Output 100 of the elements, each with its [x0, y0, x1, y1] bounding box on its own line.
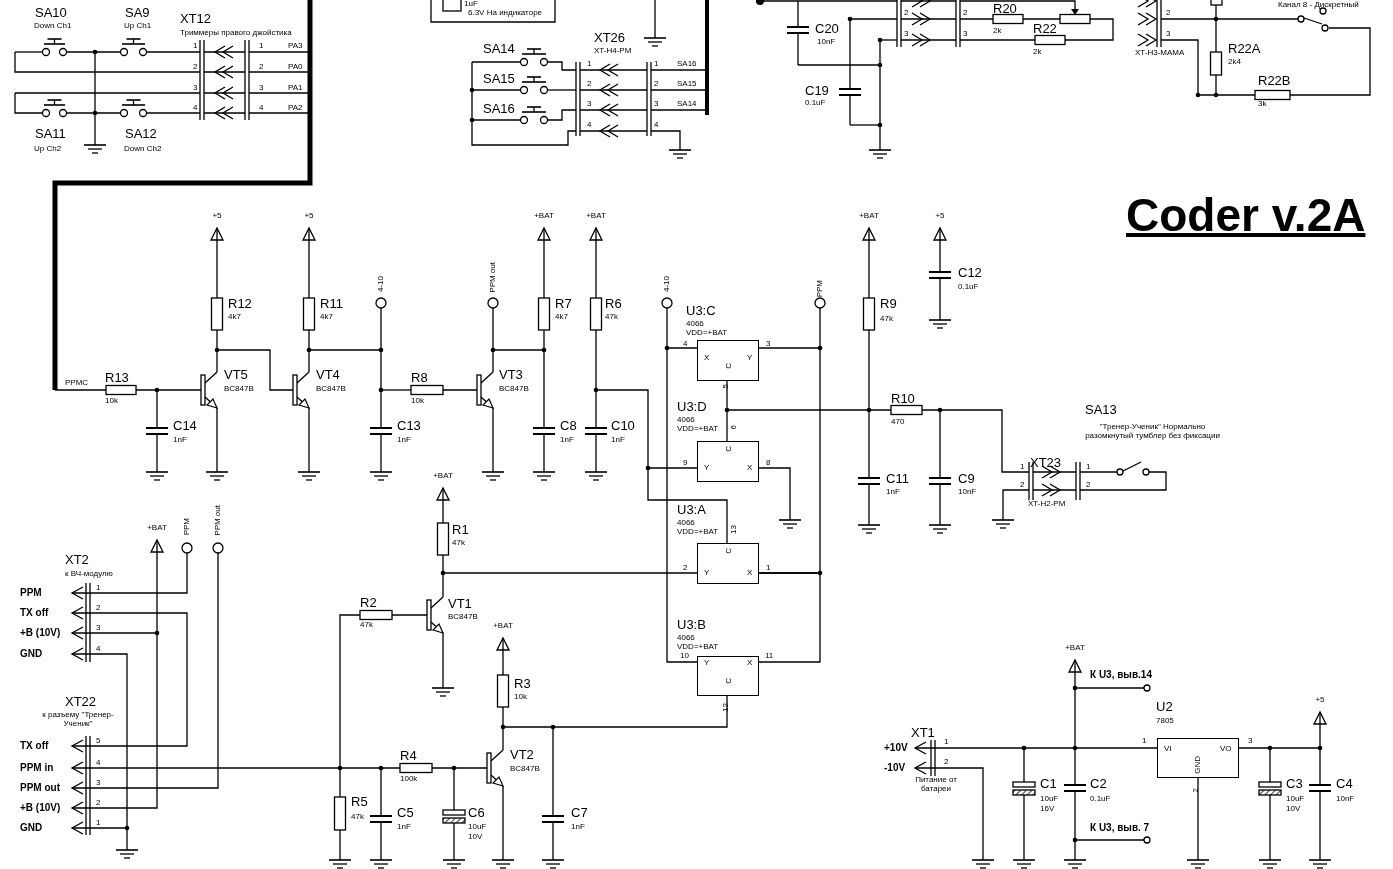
pin-number: 1: [587, 60, 592, 69]
wire: [758, 347, 821, 574]
component-label: VT1: [448, 597, 472, 612]
title: Coder v.2A: [1126, 190, 1366, 241]
component-value: VDD=+BAT: [677, 643, 719, 652]
power-label: +5: [1315, 696, 1325, 705]
component-label: R11: [320, 297, 343, 312]
pin-number: 2: [96, 604, 101, 613]
pin-number: 4: [259, 104, 264, 113]
component-value: BC847B: [499, 385, 529, 394]
pin-number: 4: [193, 104, 198, 113]
net-label: 13: [730, 525, 739, 534]
net-label: PA1: [288, 84, 303, 93]
component-value: 10nF: [958, 488, 977, 497]
wire: [647, 467, 728, 544]
component-label: SA11: [35, 127, 66, 142]
component-label: C1: [1040, 777, 1057, 792]
regulator-box: [1157, 738, 1239, 778]
pin-number: 2: [1086, 481, 1091, 490]
component-value: 0.1uF: [958, 283, 979, 292]
pin-number: 2: [654, 80, 659, 89]
pin-number: 2: [1020, 481, 1025, 490]
component-label: R6: [605, 297, 622, 312]
component-label: U3:A: [677, 503, 706, 518]
pin-number: 4: [587, 121, 592, 130]
component-label: C4: [1336, 777, 1353, 792]
component-value: XT-H4-PM: [594, 47, 632, 56]
pin-number: 2: [259, 63, 264, 72]
component-value: 10nF: [1336, 795, 1355, 804]
component-value: Up Ch2: [34, 145, 62, 154]
power-label: +5: [212, 212, 222, 221]
pin-label: Y: [704, 569, 710, 578]
component-label: VT5: [224, 368, 248, 383]
pin-number: 3: [963, 30, 968, 39]
component-value: 10uF: [1040, 795, 1059, 804]
component-value: VDD=+BAT: [686, 329, 728, 338]
net-label: SA15: [677, 80, 697, 89]
component-label: U3:C: [686, 304, 716, 319]
pin-number: 4: [683, 340, 688, 349]
wire: [666, 347, 698, 663]
component-label: C3: [1286, 777, 1303, 792]
pin-number: 2: [904, 9, 909, 18]
component-value: 1nF: [397, 823, 411, 832]
component-value: BC847B: [224, 385, 254, 394]
component-label: C20: [815, 22, 839, 37]
component-label: R22B: [1258, 74, 1291, 89]
pin-number: 2: [193, 63, 198, 72]
component-value: 47k: [360, 621, 373, 630]
note-text: "Тренер-Ученик" Нормально разомкнутый тумблер без фиксации: [1085, 423, 1220, 441]
component-label: C14: [173, 419, 197, 434]
component-label: R22A: [1228, 42, 1261, 57]
component-value: 4k7: [228, 313, 241, 322]
component-value: VDD=+BAT: [677, 528, 719, 537]
component-label: R7: [555, 297, 572, 312]
pin-number: 2: [96, 799, 101, 808]
pin-label: Y: [747, 354, 753, 363]
pin-label: C: [725, 678, 734, 684]
pin-number: 3: [259, 84, 264, 93]
component-label: R9: [880, 297, 897, 312]
pin-number: 2: [683, 564, 688, 573]
component-value: 47k: [880, 315, 893, 324]
net-label: 5: [722, 384, 731, 389]
component-label: XT22: [65, 695, 97, 710]
component-value: 0.1uF: [805, 99, 826, 108]
pin-number: 2: [963, 9, 968, 18]
component-label: U2: [1156, 700, 1173, 715]
component-label: VT2: [510, 748, 534, 763]
component-label: C6: [468, 806, 485, 821]
pin-label: C: [725, 446, 734, 452]
component-label: C8: [560, 419, 577, 434]
component-value: 10uF: [468, 823, 487, 832]
pin-number: 4: [654, 121, 659, 130]
component-label: R10: [891, 392, 915, 407]
component-value: 7805: [1156, 717, 1174, 726]
pin-number: 1: [944, 738, 949, 747]
component-label: R12: [228, 297, 252, 312]
component-label: XT2: [65, 553, 89, 568]
pin-number: 1: [1142, 737, 1147, 746]
pin-number: 1: [654, 60, 659, 69]
component-label: C19: [805, 84, 829, 99]
component-label: SA12: [125, 127, 157, 142]
component-value: 10k: [514, 693, 527, 702]
component-value: 10k: [411, 397, 424, 406]
component-label: XT1: [911, 726, 935, 741]
component-label: R13: [105, 371, 129, 386]
component-label: U3:D: [677, 400, 707, 415]
wire: [726, 380, 728, 442]
component-label: C5: [397, 806, 414, 821]
pin-number: 8: [766, 459, 771, 468]
power-label: +BAT: [859, 212, 879, 221]
pin-label: X: [747, 659, 753, 668]
net-label: PA2: [288, 104, 303, 113]
component-label: C2: [1090, 777, 1107, 792]
component-label: R2: [360, 596, 377, 611]
connector-label: +10V: [884, 742, 908, 753]
component-label: VT4: [316, 368, 340, 383]
component-value: XT-H2-PM: [1028, 500, 1066, 509]
component-value: 1nF: [886, 488, 900, 497]
component-label: XT23: [1030, 456, 1062, 471]
pin-number: 3: [1248, 737, 1253, 746]
